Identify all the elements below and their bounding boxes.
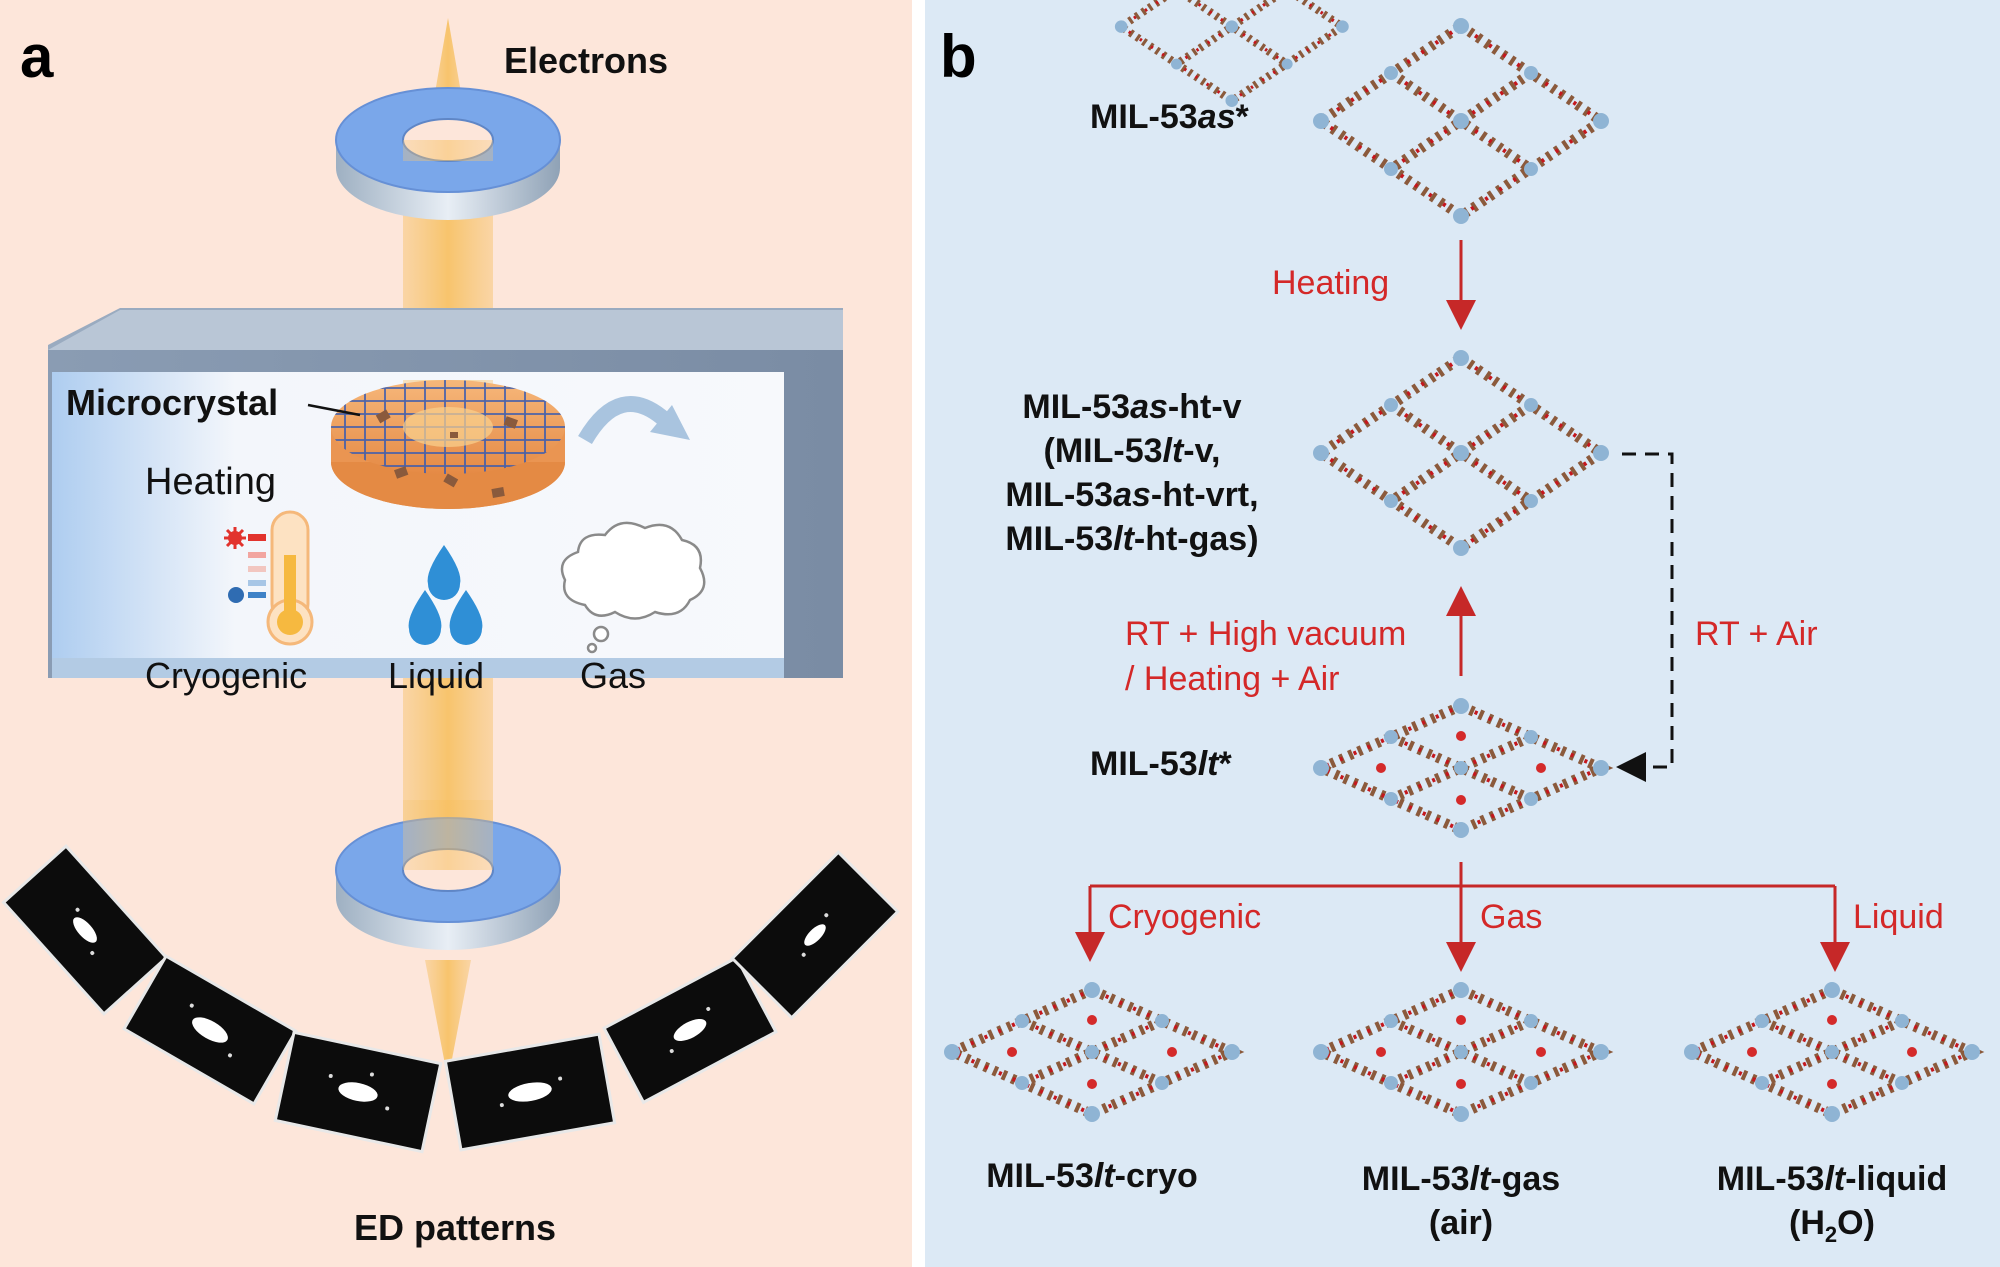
label-mil53as-star: MIL-53as*	[1090, 98, 1249, 136]
label-mil53as-ht-v: MIL-53as-ht-v (MIL-53lt-v, MIL-53as-ht-v…	[1005, 388, 1259, 558]
panel-a: a Electrons Microcrystal Heating Cryogen…	[0, 0, 912, 1267]
thermometer-icon	[266, 510, 314, 646]
microcrystal-label: Microcrystal	[66, 382, 279, 423]
label-cryogenic: Cryogenic	[1108, 898, 1262, 936]
structure-lt-cryo	[944, 982, 1240, 1122]
label-mil53lt-star: MIL-53lt*	[1090, 745, 1232, 783]
label-mil53lt-cryo: MIL-53lt-cryo	[986, 1157, 1198, 1195]
label-mil53lt-gas: MIL-53lt-gas (air)	[1361, 1160, 1561, 1242]
microcrystal-particles	[375, 409, 519, 498]
grid-disc	[307, 380, 565, 509]
label-rt-air: RT + Air	[1695, 615, 1818, 653]
beam-cone-bottom	[425, 960, 471, 1080]
label-mil53lt-liquid: MIL-53lt-liquid (H2O)	[1716, 1160, 1948, 1247]
label-heating-air: / Heating + Air	[1125, 660, 1340, 698]
panel-a-illustration	[1, 18, 900, 1154]
arrow-rt-air	[1616, 452, 1674, 782]
temperature-indicator-icon	[224, 527, 266, 603]
tilt-arrow	[578, 396, 671, 445]
cryogenic-label: Cryogenic	[145, 655, 308, 696]
structure-mil53as	[1115, 0, 1349, 107]
label-rt-high-vacuum: RT + High vacuum	[1125, 615, 1407, 653]
gas-cloud-icon	[560, 521, 706, 654]
lens-ring-bottom	[335, 800, 561, 950]
liquid-label: Liquid	[388, 655, 485, 696]
panel-b-illustration	[925, 0, 2000, 1267]
panel-b: b MIL-53as* Heating MIL-53as-ht-v (MIL-5…	[925, 0, 2000, 1267]
lens-ring-top	[335, 87, 561, 220]
ed-patterns-label: ED patterns	[353, 1207, 557, 1248]
ed-pattern-frames	[1, 844, 900, 1154]
liquid-drops-icon	[408, 545, 483, 645]
structure-as-ht-v	[1313, 350, 1609, 556]
arrow-split	[1075, 862, 1850, 972]
heating-label: Heating	[145, 461, 276, 503]
label-liquid: Liquid	[1853, 898, 1944, 936]
structure-lt-liquid	[1684, 982, 1980, 1122]
panel-b-letter: b	[940, 23, 977, 90]
structure-lt-gas	[1313, 982, 1609, 1122]
structure-lt-star	[1313, 698, 1609, 838]
label-gas: Gas	[1480, 898, 1543, 936]
electrons-label: Electrons	[504, 40, 669, 81]
panel-a-letter: a	[20, 23, 54, 90]
label-heating: Heating	[1272, 264, 1390, 302]
structure-as-star	[1313, 18, 1609, 224]
gas-label: Gas	[580, 655, 647, 696]
